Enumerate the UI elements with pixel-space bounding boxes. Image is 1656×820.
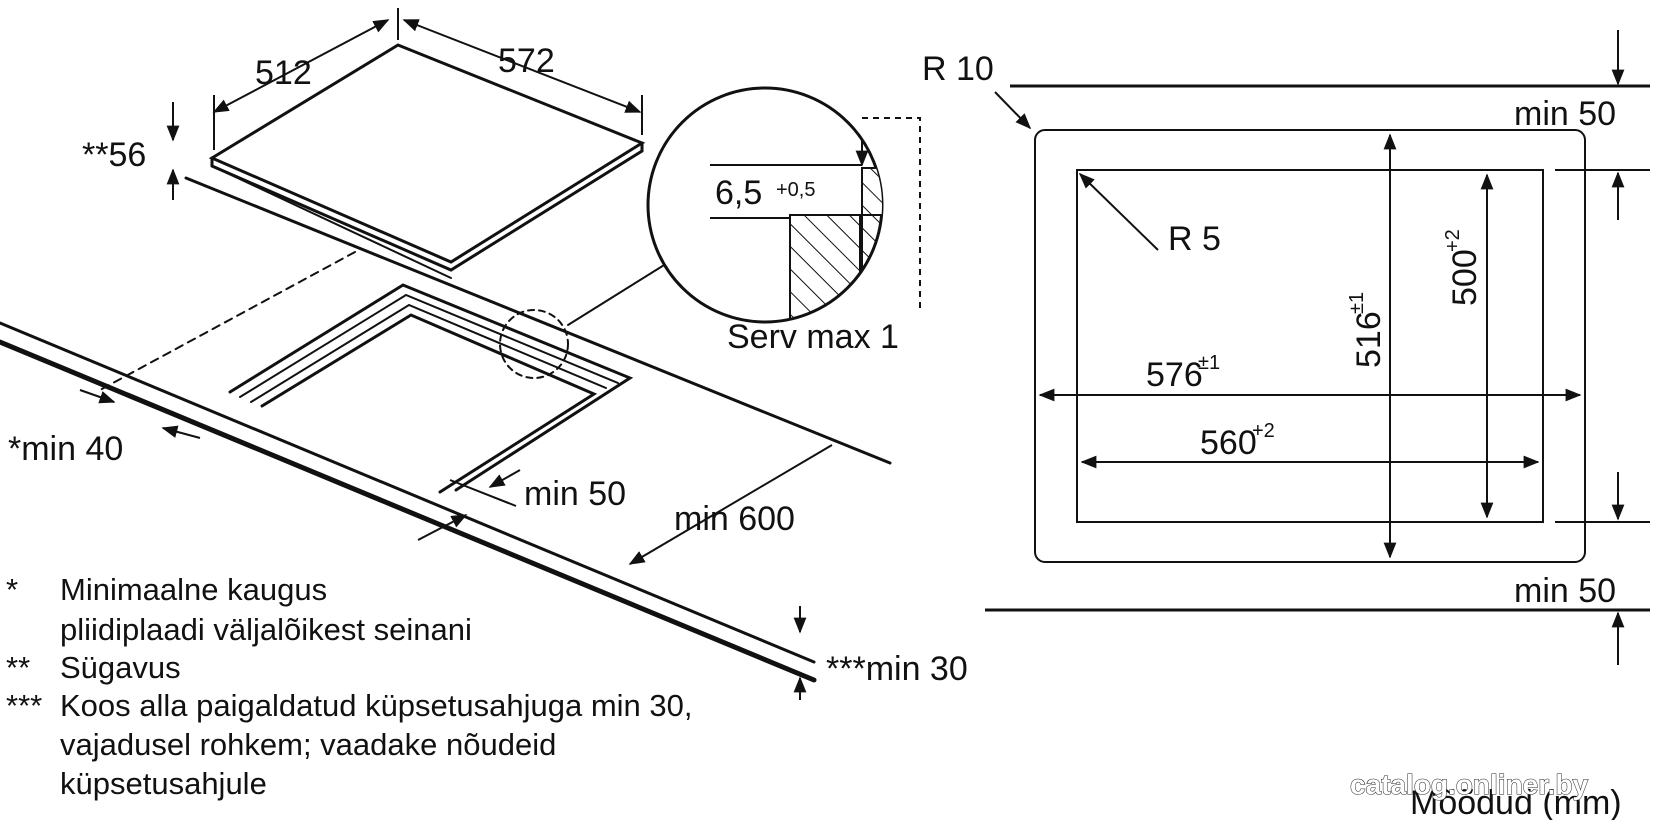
note-1-marker: * [6,572,18,607]
note-1-line-1: Minimaalne kaugus [60,572,327,607]
note-2-marker: ** [6,650,30,685]
dim-inner-radius: R 5 [1168,220,1221,258]
dim-min-wall: *min 40 [8,430,123,468]
dim-outer-width-tol: ±1 [1198,352,1220,374]
edge-note: Serv max 1 [727,318,899,356]
footnotes: * Minimaalne kaugus pliidiplaadi väljalõ… [6,572,693,801]
edge-detail [646,86,921,324]
note-3-line-2: vajadusel rohkem; vaadake nõudeid [60,727,556,762]
cutout-plan [985,30,1650,665]
dim-width-top: 572 [498,42,555,80]
dim-depth-top: 512 [255,54,312,92]
note-3-line-1: Koos alla paigaldatud küpsetusahjuga min… [60,688,693,723]
watermark: catalog.onliner.by [1350,769,1588,800]
dim-min-front: min 50 [524,475,626,513]
dim-thickness: **56 [82,136,146,174]
dim-min-depth: min 600 [674,500,795,538]
dim-inner-width-tol: +2 [1252,420,1275,442]
dim-inner-depth-tol: +2 [1442,229,1464,252]
hob-dimension-lines [79,8,833,700]
dim-min-oven: ***min 30 [826,650,968,688]
note-3-line-3: küpsetusahjule [60,766,267,801]
note-3-marker: *** [6,688,42,723]
dim-edge-tol: +0,5 [776,179,815,201]
units-footer: Mõõdud (mm) [1410,784,1622,820]
dim-min-bottom: min 50 [1514,572,1616,610]
note-2-line-1: Sügavus [60,650,181,685]
dim-edge-depth: 6,5 [715,174,762,212]
dim-outer-depth: 516 [1350,311,1388,368]
dim-min-top: min 50 [1514,95,1616,133]
dim-inner-width: 560 [1200,424,1257,462]
note-1-line-2: pliidiplaadi väljalõikest seinani [60,612,472,647]
dim-outer-depth-tol: ±1 [1346,292,1368,314]
dim-outer-width: 576 [1146,356,1203,394]
dim-outer-radius: R 10 [922,50,994,88]
dim-inner-depth: 500 [1446,249,1484,306]
